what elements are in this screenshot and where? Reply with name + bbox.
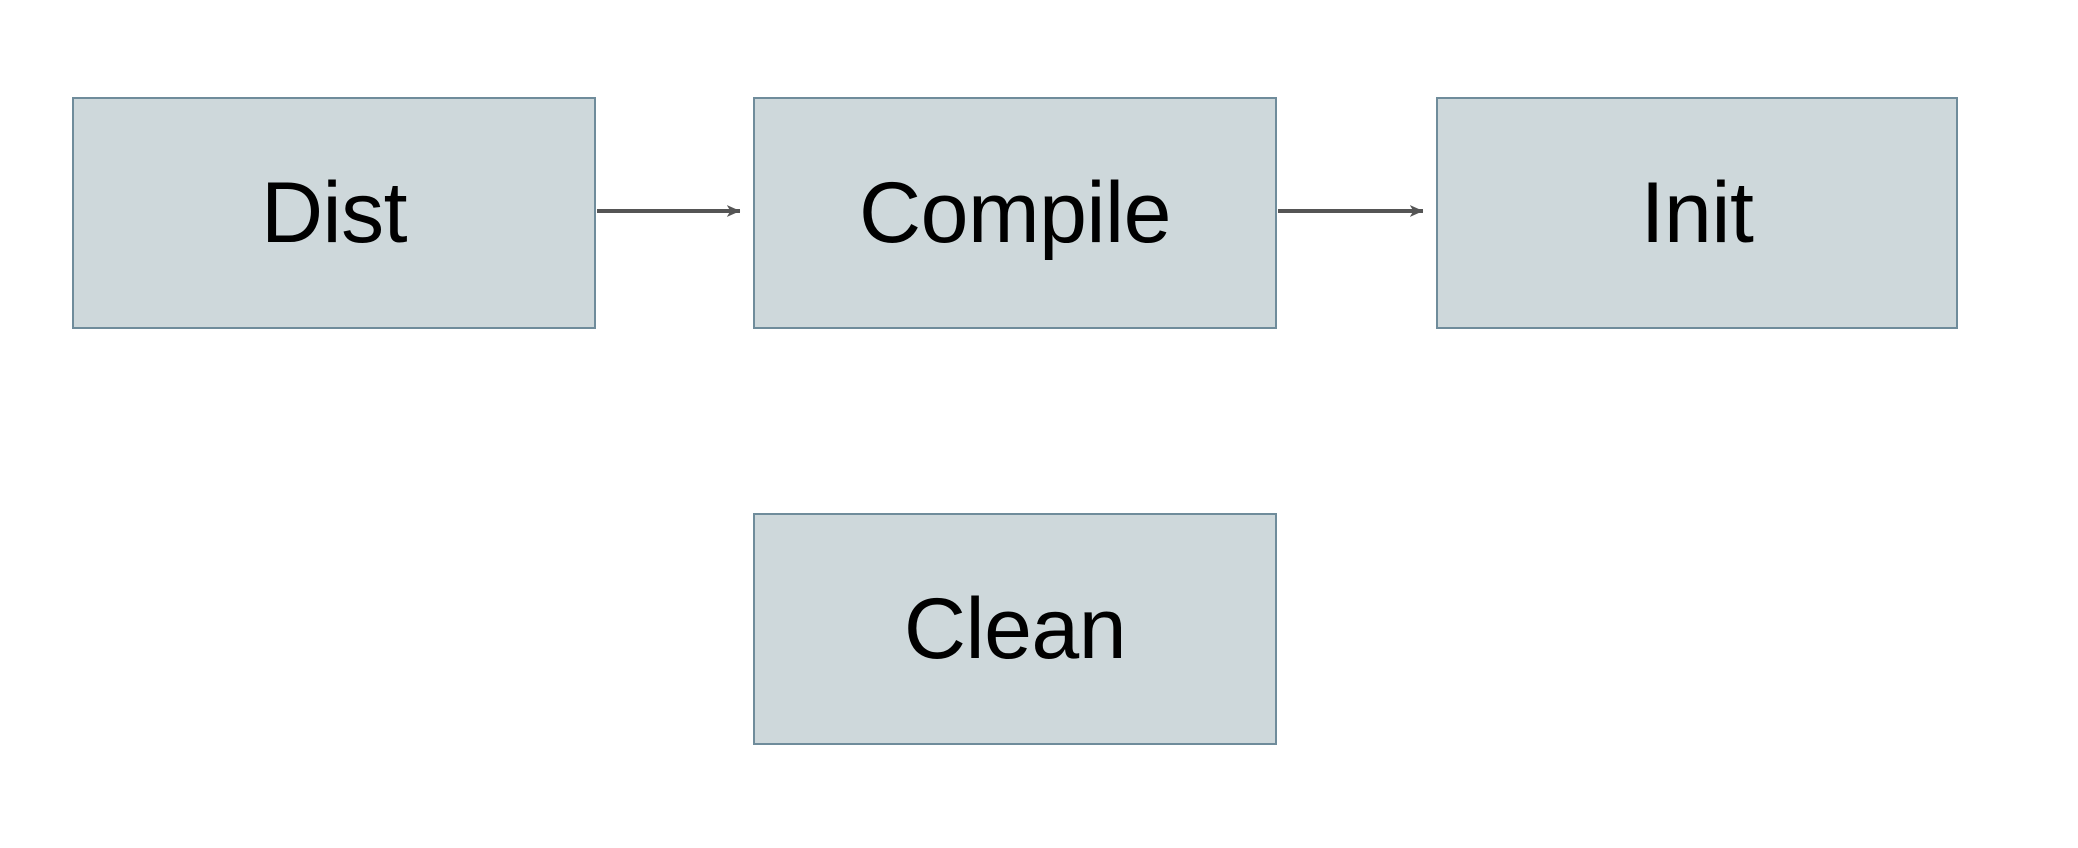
node-init[interactable]: Init — [1436, 97, 1958, 329]
node-label-compile: Compile — [859, 165, 1171, 261]
node-label-init: Init — [1640, 165, 1754, 261]
node-label-clean: Clean — [903, 581, 1127, 677]
node-clean[interactable]: Clean — [753, 513, 1277, 745]
node-dist[interactable]: Dist — [72, 97, 596, 329]
node-label-dist: Dist — [260, 165, 408, 261]
node-compile[interactable]: Compile — [753, 97, 1277, 329]
